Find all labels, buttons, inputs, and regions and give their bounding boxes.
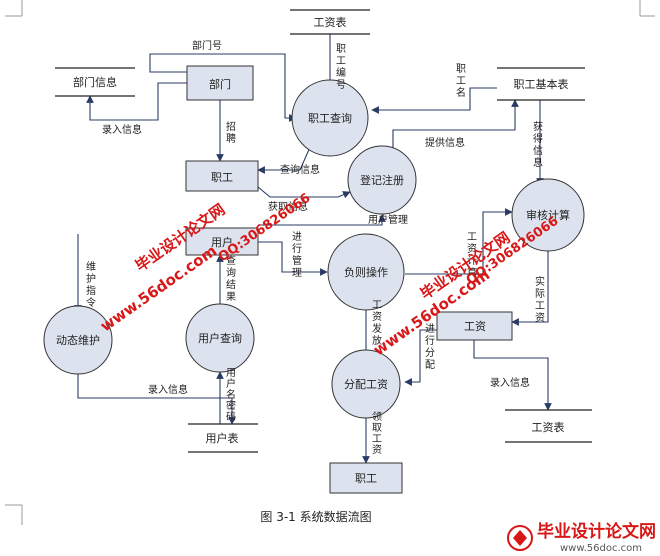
store-label: 职工基本表 [514,77,569,91]
process-label: 负则操作 [344,265,388,279]
process-label: 动态维护 [56,333,100,347]
flow-label: 获得信息 [533,121,543,169]
flow-label: 录入信息 [148,383,188,396]
flow-label: 部门号 [192,39,222,52]
entity-label: 职工 [211,171,233,184]
flow-label: 用户名密码 [226,368,236,423]
flow-label: 查询信息 [280,163,320,176]
process-staff-query: 职工查询 [291,79,369,157]
entity-label: 职工 [355,472,377,485]
flow-label: 提供信息 [425,136,465,149]
process-dynamic-maint: 动态维护 [43,305,113,375]
process-admin-op: 负则操作 [327,233,405,311]
flow-label: 招聘 [226,120,236,145]
flow-label: 录入信息 [102,123,142,136]
store-label: 用户表 [206,431,239,445]
flow-label: 工资发放 [372,300,382,347]
entity-salary: 工资 [436,311,513,341]
flow-label: 用户管理 [368,213,408,226]
flow-label: 职工编号 [336,43,346,91]
store-staff-basic: 职工基本表 [497,67,585,101]
flow-label: 录入信息 [490,376,530,389]
frame-marks [5,0,655,525]
flow-label: 获取信息 [268,200,308,213]
store-label: 工资表 [532,420,565,434]
store-salary-table-bottom: 工资表 [505,409,592,443]
process-label: 登记注册 [360,173,404,187]
flow-label: 进行分配 [425,323,435,371]
process-distribute-salary: 分配工资 [331,349,401,419]
flow-label: 职工名 [456,63,466,99]
figure-caption: 图 3-1 系统数据流图 [260,509,371,524]
logo-title: 毕业设计论文网 [537,521,656,542]
vertical-labels: 职工编号 职工名 招聘 获得信息 进行管理 工资计算 实际工资 维护指令 查询结… [86,43,545,456]
entity-label: 部门 [209,77,231,91]
store-dept-info: 部门信息 [55,67,135,97]
process-review-calc: 审核计算 [511,178,585,252]
process-user-query: 用户查询 [185,303,255,373]
entity-user: 用户 [185,227,259,256]
store-user-table: 用户表 [188,423,258,453]
flow-label: 工资计算 [467,232,477,279]
flow-lines [74,34,552,464]
store-label: 部门信息 [73,75,117,89]
process-label: 职工查询 [308,111,352,125]
entity-staff-bottom: 职工 [329,462,403,494]
flow-label: 进行管理 [292,231,302,279]
store-label: 工资表 [314,15,347,29]
store-salary-table-top: 工资表 [290,9,370,35]
flow-labels: 部门号 录入信息 查询信息 提供信息 获取信息 用户管理 录入信息 录入信息 [102,39,530,396]
flow-label: 查询结果 [226,254,236,303]
entity-staff-top: 职工 [185,160,259,192]
entity-dept: 部门 [186,65,254,101]
logo-url: www.56doc.com [560,543,642,554]
process-label: 用户查询 [198,331,242,345]
flow-label: 领取工资 [372,410,382,456]
site-logo: 毕业设计论文网 www.56doc.com [507,521,656,554]
process-label: 审核计算 [526,208,570,222]
entity-label: 工资 [464,320,486,333]
process-label: 分配工资 [344,378,388,391]
flow-label: 实际工资 [535,275,545,324]
entity-label: 用户 [211,235,233,249]
process-register: 登记注册 [347,145,417,215]
flow-label: 维护指令 [86,260,96,309]
